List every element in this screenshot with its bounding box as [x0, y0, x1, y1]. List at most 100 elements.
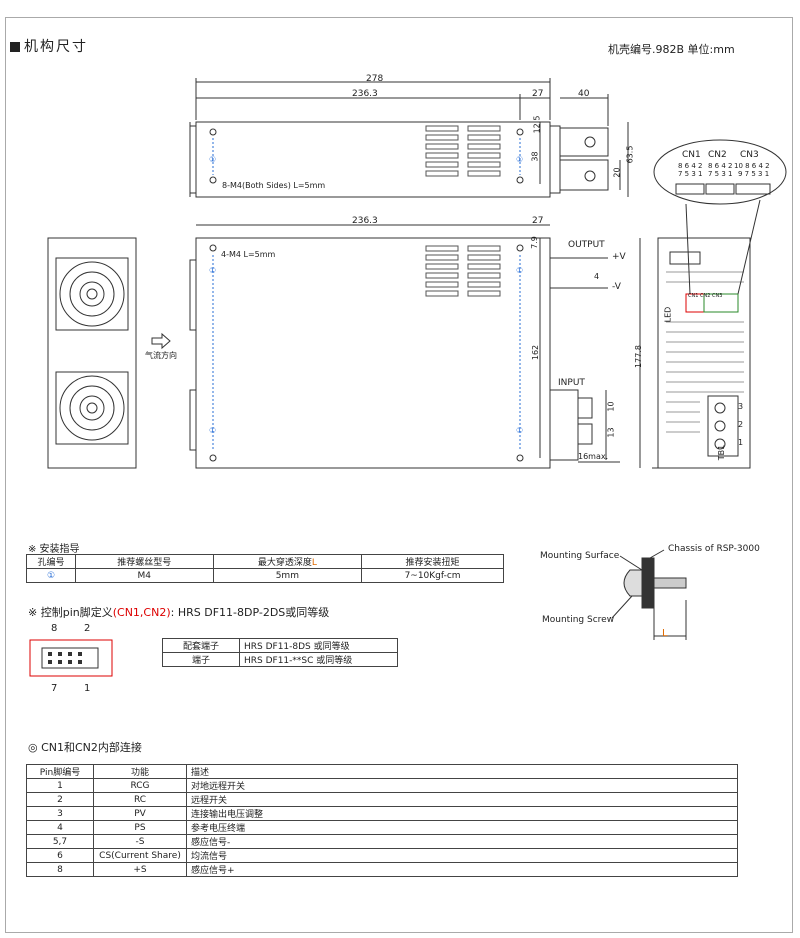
mating-row-2: 端子 HRS DF11-**SC 或同等级	[162, 652, 398, 667]
dim-27-top: 27	[532, 89, 544, 99]
cn-pin: 2	[26, 792, 94, 807]
led-label: LED	[660, 307, 676, 323]
cn-desc: 参考电压终端	[186, 820, 738, 835]
inset-cn1-label: CN1	[682, 150, 701, 160]
cn-header-row: Pin脚编号 功能 描述	[26, 764, 738, 779]
section-title: 机构尺寸	[10, 36, 88, 56]
output-terminal-top	[559, 127, 609, 157]
cn-pin: 4	[26, 820, 94, 835]
install-h-depth: 最大穿透深度L	[212, 554, 363, 569]
mounting-screw-label: Mounting Screw	[542, 615, 615, 625]
cn-h-func: 功能	[93, 764, 187, 779]
dim-63-5-text: 63.5	[625, 145, 635, 164]
cn-desc: 对地远程开关	[186, 778, 738, 793]
pos-v-label: +V	[612, 252, 626, 262]
install-guide-title: ※ 安装指导	[28, 544, 80, 555]
pin-def-connectors: (CN1,CN2)	[112, 606, 171, 619]
inset-cn2-label: CN2	[708, 150, 727, 160]
dim-27-main: 27	[532, 216, 544, 226]
tb1-label: TB1	[714, 444, 729, 461]
inset-cn1-top: 8 6 4 2	[678, 162, 703, 170]
airflow-label: 气流方向	[145, 351, 177, 360]
cn-table-title: ◎ CN1和CN2内部连接	[28, 741, 142, 754]
neg-v-label: -V	[612, 282, 621, 292]
inset-cn3-top: 10 8 6 4 2	[734, 162, 770, 170]
hole-mark-main-4: ①	[516, 426, 524, 435]
side-cn-labels: CN1 CN2 CN3	[688, 293, 722, 299]
mating-name-1: 配套端子	[162, 638, 240, 653]
dim-13-text: 13	[606, 427, 616, 438]
fan-panel	[47, 237, 137, 469]
side-cn3: CN3	[712, 293, 723, 299]
inset-cn1-bot: 7 5 3 1	[678, 170, 703, 178]
install-cell-torque: 7~10Kgf-cm	[361, 568, 504, 583]
cn-pin: 1	[26, 778, 94, 793]
dim-162-text: 162	[531, 344, 541, 361]
dim-10: 10	[606, 401, 616, 412]
hole-mark-main-2: ①	[516, 266, 524, 275]
inset-cn2-bot: 7 5 3 1	[708, 170, 733, 178]
cn-pin: 5,7	[26, 834, 94, 849]
dim-7-9: 7.9	[528, 236, 541, 249]
hole-mark-top-right: ①	[516, 155, 524, 164]
inset-cn3-label: CN3	[740, 150, 759, 160]
tb1-label-text: TB1	[717, 444, 727, 461]
install-cell-screw: M4	[75, 568, 214, 583]
pin-2-label: 2	[84, 623, 91, 634]
mating-value-1: HRS DF11-8DS 或同等级	[239, 638, 398, 653]
install-h-screw: 推荐螺丝型号	[75, 554, 214, 569]
inset-cn2-top: 8 6 4 2	[708, 162, 733, 170]
dim-10-text: 10	[606, 401, 616, 412]
install-data-row: ① M4 5mm 7~10Kgf-cm	[26, 568, 504, 583]
cn-desc: 感应信号+	[186, 862, 738, 877]
mounting-diagram	[611, 549, 687, 640]
section-title-text: 机构尺寸	[24, 39, 88, 55]
case-info: 机壳编号.982B 单位:mm	[608, 43, 735, 56]
cn-desc: 远程开关	[186, 792, 738, 807]
page-frame	[5, 17, 793, 933]
cn-h-pin: Pin脚编号	[26, 764, 94, 779]
dim-278: 278	[366, 74, 384, 84]
dim-177-8: 177.8	[627, 345, 650, 368]
dim-4: 4	[594, 272, 600, 281]
led-label-text: LED	[663, 306, 673, 323]
main-screw-label: 4-M4 L=5mm	[221, 250, 276, 259]
connector-pinout-icon	[29, 639, 113, 677]
cn-func: +S	[93, 862, 187, 877]
install-cell-depth: 5mm	[212, 568, 363, 583]
dim-63-5: 63.5	[621, 146, 639, 164]
cn-func: PV	[93, 806, 187, 821]
cn-h-desc: 描述	[186, 764, 738, 779]
input-label: INPUT	[558, 378, 585, 388]
cn-desc: 连接输出电压调整	[186, 806, 738, 821]
tb-num-2: 2	[738, 420, 744, 429]
chassis-label: Chassis of RSP-3000	[668, 544, 760, 554]
top-screw-label: 8-M4(Both Sides) L=5mm	[222, 181, 326, 190]
pin-1-label: 1	[84, 683, 91, 694]
cn-func: CS(Current Share)	[93, 848, 187, 863]
side-cn2: CN2	[700, 293, 711, 299]
hole-mark-top-left: ①	[209, 155, 217, 164]
install-guide-table: 孔编号 推荐螺丝型号 最大穿透深度L 推荐安装扭矩 ① M4 5mm 7~10K…	[26, 554, 504, 583]
dim-236-3-main: 236.3	[352, 216, 378, 226]
pin-7-label: 7	[51, 683, 58, 694]
tb-num-1: 1	[738, 438, 744, 447]
mating-value-2: HRS DF11-**SC 或同等级	[239, 652, 398, 667]
install-h-hole: 孔编号	[26, 554, 76, 569]
cn-desc: 均流信号	[186, 848, 738, 863]
hole-mark-main-1: ①	[209, 266, 217, 275]
side-view-panel	[657, 237, 751, 469]
mounting-surface-label: Mounting Surface	[540, 551, 620, 561]
mounting-depth-letter: L	[662, 628, 668, 639]
dim-20-text: 20	[612, 167, 622, 178]
mating-name-2: 端子	[162, 652, 240, 667]
install-header-row: 孔编号 推荐螺丝型号 最大穿透深度L 推荐安装扭矩	[26, 554, 504, 569]
install-h-depth-text: 最大穿透深度L	[257, 558, 317, 568]
dim-38-text: 38	[530, 151, 540, 162]
tb-num-3: 3	[738, 402, 744, 411]
pin-def-title: ※ 控制pin脚定义(CN1,CN2): HRS DF11-8DP-2DS或同等…	[28, 604, 329, 620]
